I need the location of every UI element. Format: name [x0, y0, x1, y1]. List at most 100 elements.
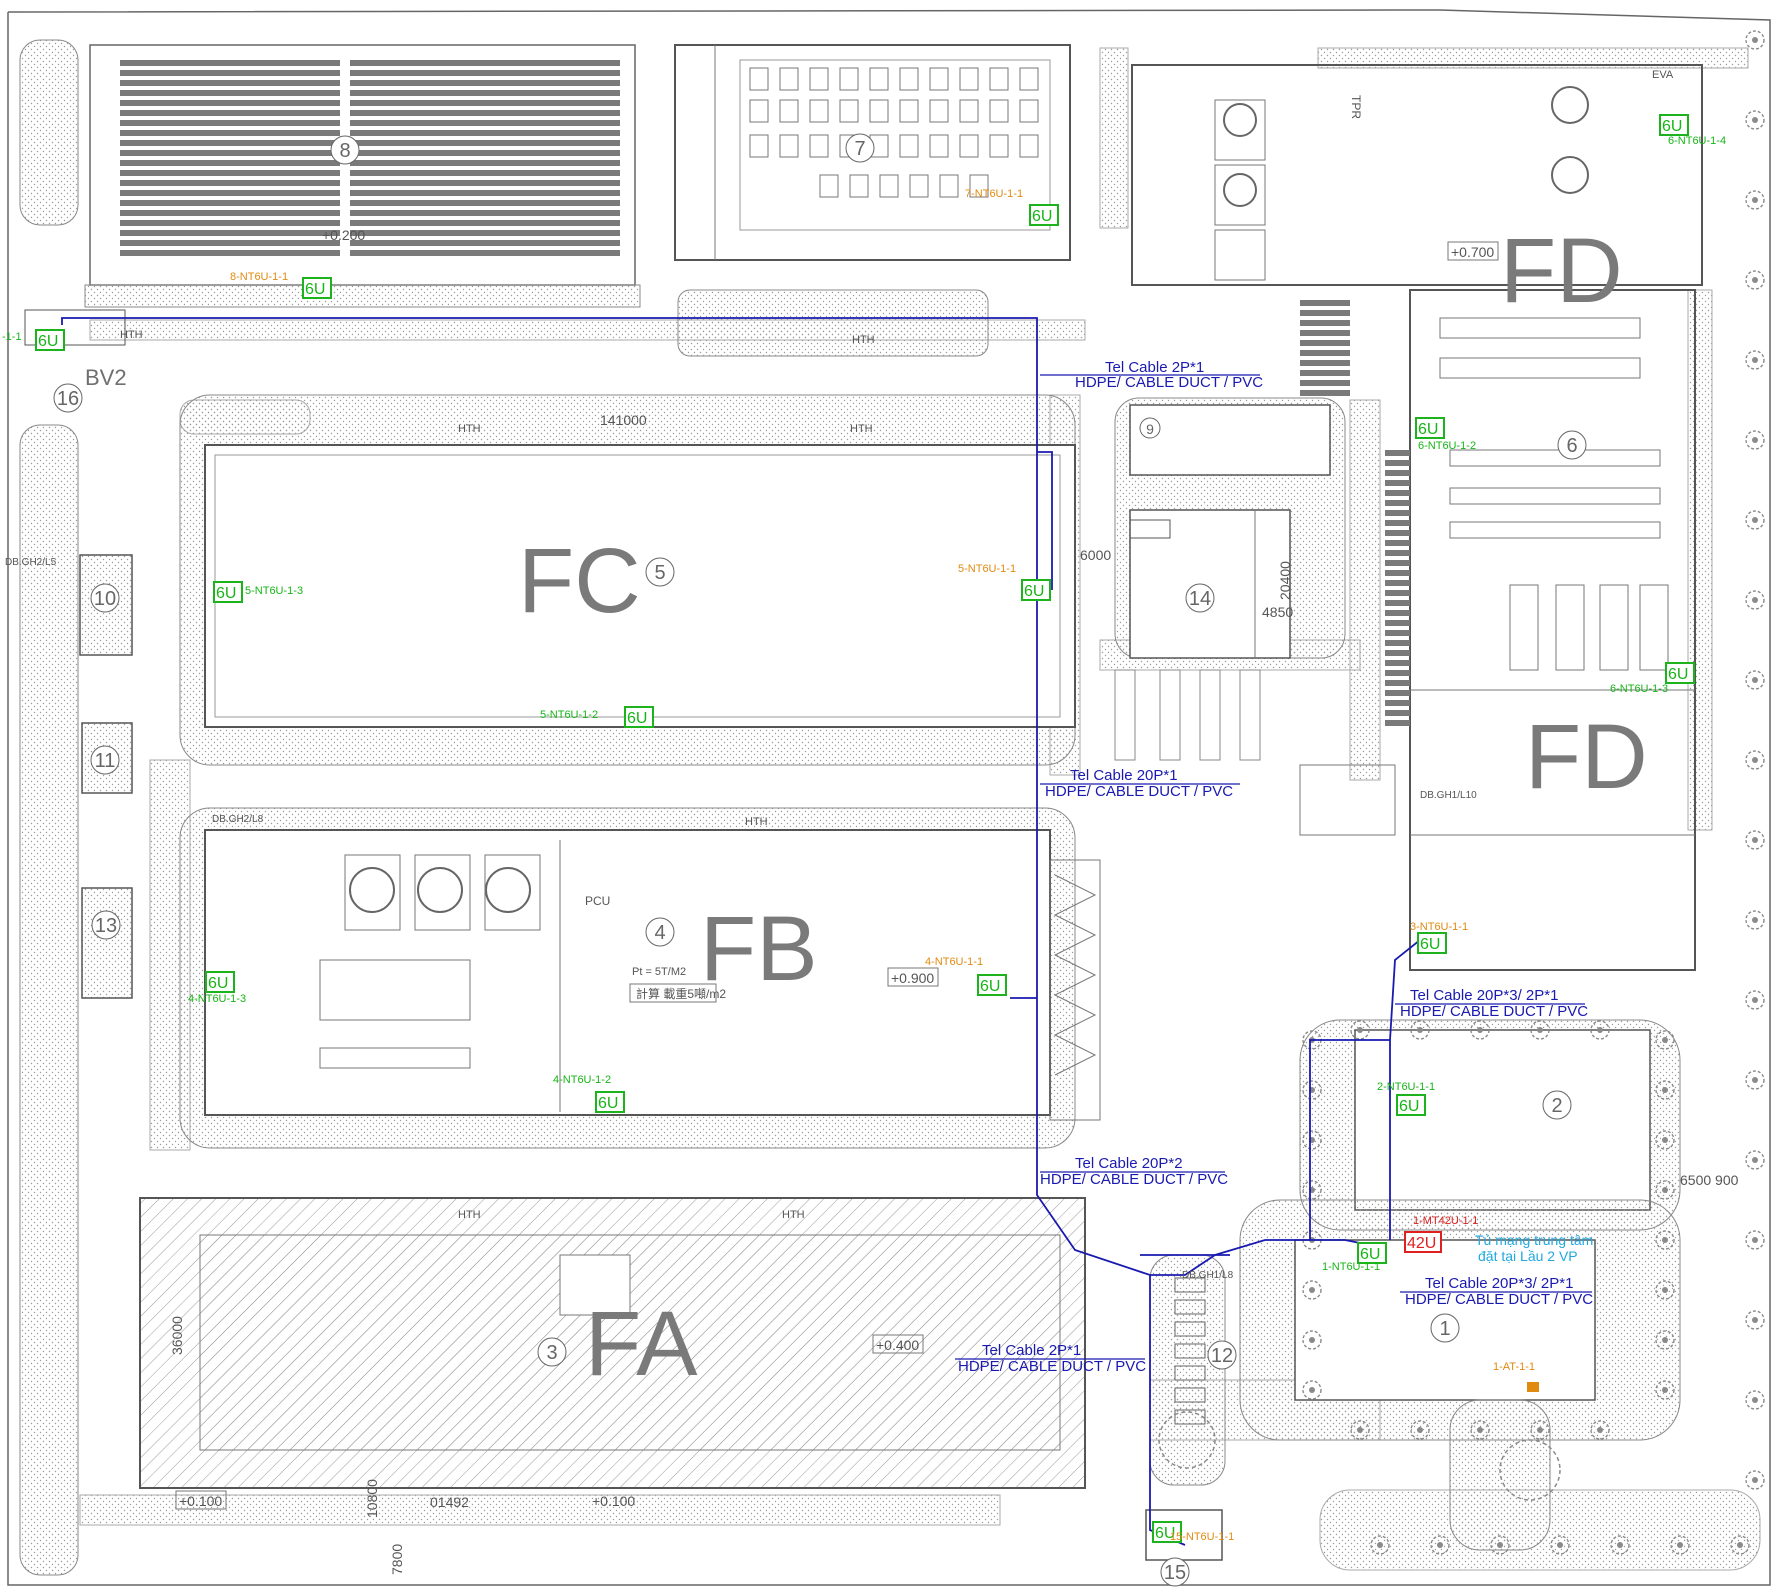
svg-text:6U: 6U: [1662, 118, 1682, 135]
dimension-6: 10800: [364, 1479, 380, 1518]
svg-text:6U: 6U: [980, 978, 1000, 995]
building-9-14: [1114, 397, 1346, 761]
svg-text:4-NT6U-1-1: 4-NT6U-1-1: [925, 956, 983, 968]
zone-label-fa: FA: [585, 1293, 698, 1395]
node-5-3: 6U 5-NT6U-1-3: [213, 581, 303, 603]
cable-label-4-line1: Tel Cable 20P*3/ 2P*1: [1410, 987, 1558, 1004]
dimension-4: 4850: [1262, 604, 1293, 620]
svg-text:7: 7: [854, 138, 865, 160]
svg-text:6U: 6U: [208, 975, 228, 992]
cable-label-6-line2: HDPE/ CABLE DUCT / PVC: [958, 1358, 1146, 1375]
dimension-5: 36000: [169, 1316, 185, 1355]
cable-label-2-line1: Tel Cable 20P*1: [1070, 767, 1178, 784]
db-labels: DB.GH2/L5 DB.GH2/L8 DB.GH1/L10 DB.GH1/L8: [5, 557, 1477, 1281]
at-label: 1-AT-1-1: [1493, 1361, 1535, 1373]
building-fb: [179, 807, 1101, 1149]
svg-text:14: 14: [1189, 588, 1211, 610]
svg-text:6U: 6U: [216, 585, 236, 602]
svg-text:15-NT6U-1-1: 15-NT6U-1-1: [1170, 1531, 1234, 1543]
node-6-3: 6U 6-NT6U-1-3: [1610, 662, 1695, 695]
svg-text:+0.400: +0.400: [876, 1337, 919, 1353]
dimension-8: 01492: [430, 1494, 469, 1510]
building-number-16: 16: [53, 383, 83, 413]
building-number-14: 14: [1185, 583, 1215, 613]
misc-eva: EVA: [1652, 69, 1674, 81]
dimension-3: 20400: [1277, 561, 1293, 600]
db-label-1: DB.GH2/L5: [5, 557, 57, 568]
svg-text:6-NT6U-1-4: 6-NT6U-1-4: [1668, 135, 1726, 147]
svg-text:6U: 6U: [1668, 666, 1688, 683]
svg-text:12: 12: [1211, 1345, 1233, 1367]
svg-text:6U: 6U: [305, 281, 325, 298]
building-fc: [179, 394, 1076, 766]
node-3-1: 6U 3-NT6U-1-1: [1410, 921, 1468, 954]
main-rack: 42U 1-MT42U-1-1 Tủ mạng trung tâm đặt tạ…: [1404, 1215, 1593, 1264]
building-numbers: 1 2 3 4 5 6 7 8 9 10 11 12 13 14 15 16: [53, 133, 1587, 1587]
cable-label-5: Tel Cable 20P*3/ 2P*1 HDPE/ CABLE DUCT /…: [1400, 1275, 1593, 1308]
node-6-4: 6U 6-NT6U-1-4: [1659, 114, 1726, 147]
building-number-6: 6: [1557, 430, 1587, 460]
building-fd: [1131, 64, 1703, 971]
elevation-3: +0.900: [887, 967, 939, 987]
building-number-8: 8: [330, 135, 360, 165]
node-5-1: 6U 5-NT6U-1-1: [958, 563, 1051, 601]
misc-load: 計算 載重5噸/m2: [636, 986, 726, 1001]
db-label-3: DB.GH1/L10: [1420, 790, 1477, 801]
svg-text:4: 4: [654, 922, 665, 944]
svg-text:1-NT6U-1-1: 1-NT6U-1-1: [1322, 1261, 1380, 1273]
svg-text:9: 9: [1146, 421, 1154, 437]
svg-text:1: 1: [1439, 1318, 1450, 1340]
zone-label-fb: FB: [700, 898, 818, 1000]
svg-text:6U: 6U: [1155, 1525, 1175, 1542]
svg-text:13: 13: [95, 915, 117, 937]
trees: [1158, 30, 1765, 1555]
db-label-2: DB.GH2/L8: [212, 814, 264, 825]
svg-text:10: 10: [94, 588, 116, 610]
svg-text:5-NT6U-1-2: 5-NT6U-1-2: [540, 709, 598, 721]
cable-label-6: Tel Cable 2P*1 HDPE/ CABLE DUCT / PVC: [955, 1342, 1146, 1375]
cable-label-3-line1: Tel Cable 20P*2: [1075, 1155, 1183, 1172]
elevation-2: +0.700: [1447, 241, 1499, 261]
node-16-1: 6U -1-1: [2, 329, 65, 351]
building-number-5: 5: [645, 557, 675, 587]
dimension-9: 6500 900: [1680, 1172, 1739, 1188]
svg-text:-1-1: -1-1: [2, 331, 22, 343]
svg-text:11: 11: [95, 750, 116, 772]
svg-text:6U: 6U: [1024, 583, 1044, 600]
hth-label-3: HTH: [458, 423, 481, 435]
building-number-4: 4: [645, 917, 675, 947]
zone-label-fd-top: FD: [1500, 220, 1623, 322]
svg-text:8-NT6U-1-1: 8-NT6U-1-1: [230, 271, 288, 283]
building-number-9: 9: [1139, 417, 1161, 439]
node-15-1: 6U 15-NT6U-1-1: [1152, 1521, 1234, 1543]
cable-label-1-line1: Tel Cable 2P*1: [1105, 359, 1204, 376]
main-rack-note-2: đặt tại Lầu 2 VP: [1478, 1248, 1578, 1264]
building-number-13: 13: [91, 910, 121, 940]
svg-text:6U: 6U: [38, 333, 58, 350]
svg-text:+0.900: +0.900: [891, 970, 934, 986]
cable-label-1-line2: HDPE/ CABLE DUCT / PVC: [1075, 374, 1263, 391]
svg-text:6U: 6U: [1360, 1246, 1380, 1263]
svg-text:6: 6: [1566, 435, 1577, 457]
node-5-2: 6U 5-NT6U-1-2: [540, 706, 654, 728]
rack-nodes: 6U 8-NT6U-1-1 6U 7-NT6U-1-1 6U 6-NT6U-1-…: [2, 114, 1726, 1543]
building-number-1: 1: [1430, 1313, 1460, 1343]
cable-label-2-line2: HDPE/ CABLE DUCT / PVC: [1045, 783, 1233, 800]
misc-pt: Pt = 5T/M2: [632, 966, 686, 978]
bv2-label: BV2: [85, 365, 127, 390]
svg-text:16: 16: [57, 388, 79, 410]
zone-label-fd-bottom: FD: [1525, 706, 1648, 808]
hth-label-5: HTH: [745, 816, 768, 828]
elevation-1: +0.200: [322, 227, 365, 243]
main-rack-note-1: Tủ mạng trung tâm: [1475, 1232, 1593, 1248]
building-7: [674, 44, 1071, 357]
hth-label-6: HTH: [458, 1209, 481, 1221]
hth-label-1: HTH: [120, 329, 143, 341]
main-rack-label: 42U: [1407, 1235, 1436, 1252]
dimension-7: 7800: [389, 1544, 405, 1575]
svg-text:6U: 6U: [1032, 208, 1052, 225]
svg-text:6U: 6U: [1420, 936, 1440, 953]
cable-label-6-line1: Tel Cable 2P*1: [982, 1342, 1081, 1359]
hth-label-2: HTH: [852, 334, 875, 346]
